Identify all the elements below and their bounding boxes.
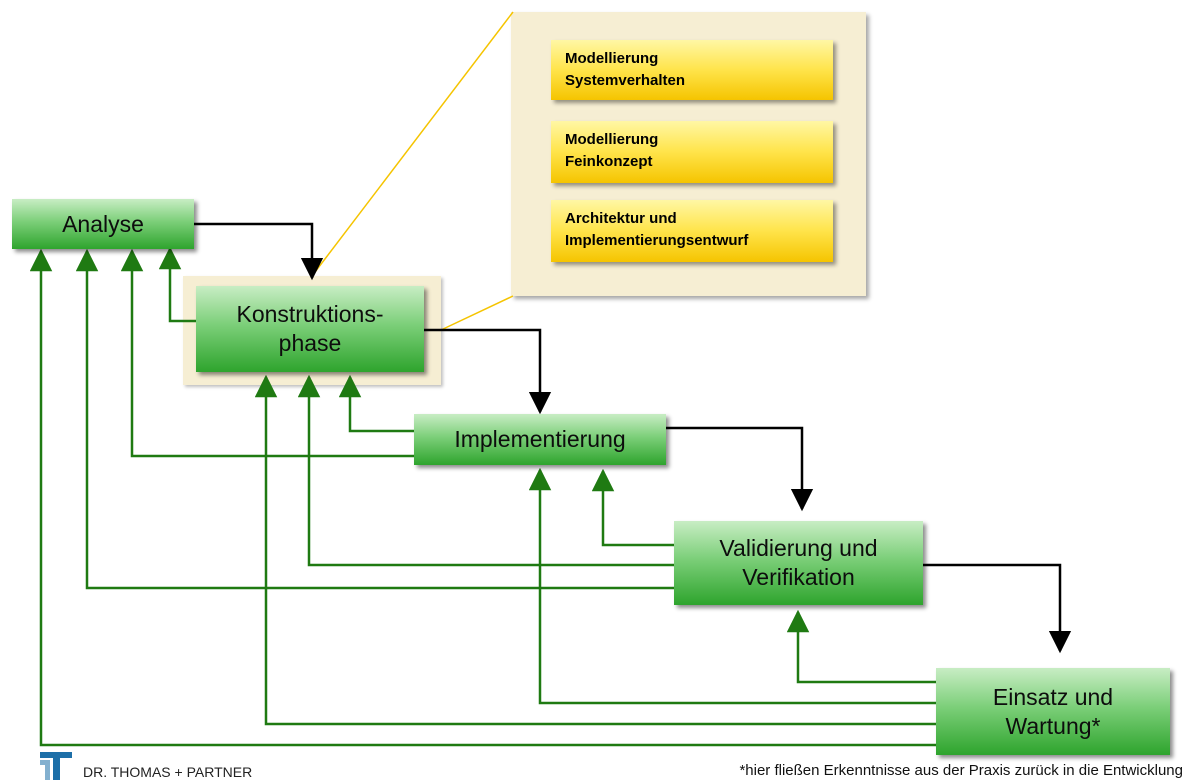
company-name: DR. THOMAS + PARTNER	[83, 764, 253, 780]
callout-item-modellierung-feinkonzept: Modellierung Feinkonzept	[551, 121, 833, 183]
feedback-einsatz-to-konstruktion	[254, 374, 936, 726]
feedback-einsatz-to-validierung	[786, 609, 936, 684]
feedback-validierung-to-konstruktion	[297, 374, 674, 567]
feedback-einsatz-to-implementierung	[528, 467, 936, 705]
feedback-konstruktion-to-analyse	[158, 246, 196, 323]
arrow-konstruktion-to-implementierung	[424, 328, 552, 415]
node-konstruktionsphase: Konstruktions- phase	[196, 286, 424, 372]
feedback-einsatz-to-analyse	[29, 248, 936, 747]
footnote: *hier fließen Erkenntnisse aus der Praxi…	[739, 762, 1183, 779]
callout-item-modellierung-systemverhalten: Modellierung Systemverhalten	[551, 40, 833, 100]
node-analyse: Analyse	[12, 199, 194, 249]
callout-line-bottom	[440, 295, 514, 331]
node-validierung-und-verifikation: Validierung und Verifikation	[674, 521, 923, 605]
arrow-implementierung-to-validierung	[666, 426, 814, 512]
feedback-implementierung-to-konstruktion	[338, 374, 414, 433]
feedback-implementierung-to-analyse	[120, 248, 414, 458]
callout-item-architektur-implementierungsentwurf: Architektur und Implementierungsentwurf	[551, 200, 833, 262]
arrow-validierung-to-einsatz	[923, 563, 1072, 654]
feedback-validierung-to-analyse	[75, 248, 674, 590]
node-einsatz-und-wartung: Einsatz und Wartung*	[936, 668, 1170, 755]
company-logo-icon	[40, 752, 72, 780]
feedback-validierung-to-implementierung	[591, 468, 674, 547]
callout-line-top	[311, 11, 514, 277]
node-implementierung: Implementierung	[414, 414, 666, 465]
arrow-analyse-to-konstruktion	[194, 222, 324, 281]
